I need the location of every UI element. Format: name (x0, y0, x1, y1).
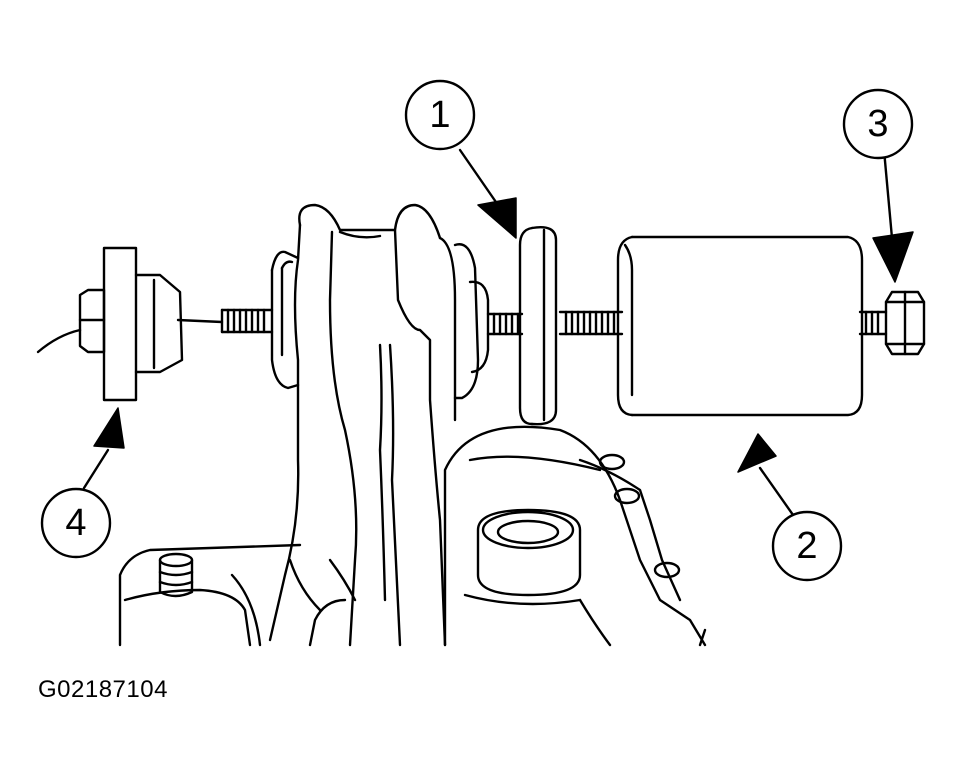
subframe-housing (118, 425, 707, 647)
callout-number-3: 3 (867, 103, 888, 145)
callout-number-4: 4 (65, 502, 86, 544)
arm-eye-bushing (270, 243, 490, 400)
callout-number-2: 2 (796, 525, 817, 567)
callout-2: 2 (771, 510, 843, 582)
bushing-installer (36, 246, 184, 402)
arrowheads (93, 197, 914, 473)
control-arm (268, 203, 457, 647)
forcing-screw (176, 308, 888, 336)
callout-number-1: 1 (429, 94, 450, 136)
receiver-cup (616, 235, 864, 417)
washer (518, 226, 558, 426)
forcing-screw-nut (884, 290, 926, 356)
stud-bolt (158, 552, 194, 598)
housing-boss (476, 508, 582, 597)
callout-4: 4 (40, 487, 112, 559)
callout-1: 1 (404, 79, 476, 151)
callout-arrows (82, 148, 894, 524)
housing-holes (598, 453, 681, 579)
callout-3: 3 (842, 88, 914, 160)
figure-id-label: G02187104 (38, 676, 168, 703)
